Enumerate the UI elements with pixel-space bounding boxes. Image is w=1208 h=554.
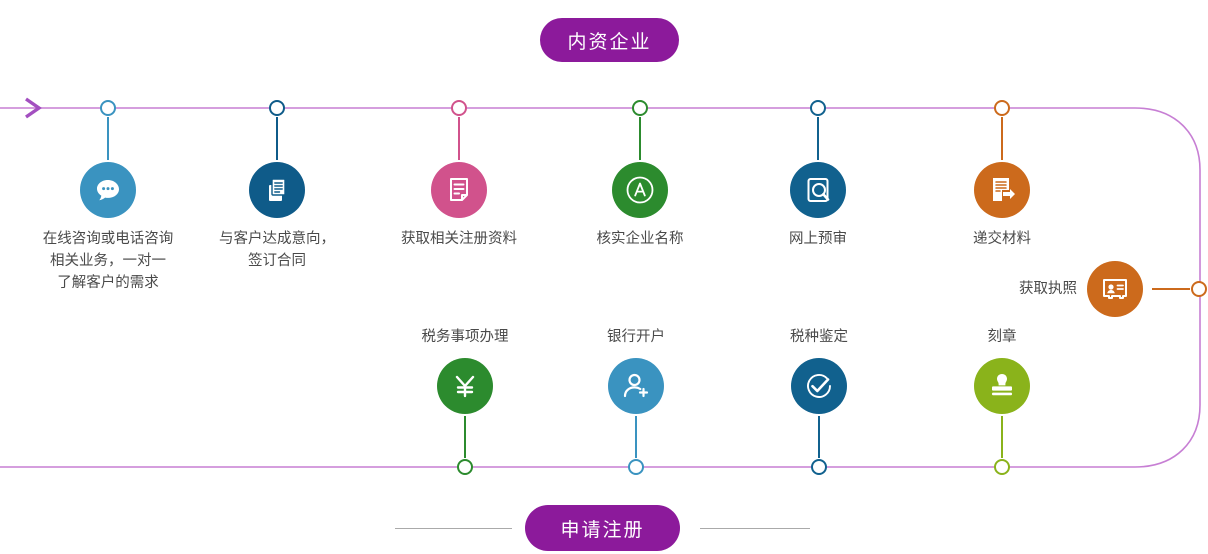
documents-icon — [249, 162, 305, 218]
track-marker-collect-materials[interactable] — [451, 100, 467, 116]
node-label-online-prereview: 网上预审 — [789, 231, 847, 247]
badge-bottom-rule-left — [395, 528, 512, 529]
track-right-curve — [1134, 107, 1201, 468]
track-marker-online-prereview[interactable] — [810, 100, 826, 116]
node-label-bank-account: 银行开户 — [607, 329, 665, 345]
badge-bottom-label: 申请注册 — [560, 519, 645, 541]
track-marker-verify-name[interactable] — [632, 100, 648, 116]
chat-bubble-icon — [80, 162, 136, 218]
badge-bottom-apply-register[interactable]: 申请注册 — [525, 505, 680, 551]
node-label-carve-seal: 刻章 — [987, 329, 1017, 345]
track-marker-online-consult[interactable] — [100, 100, 116, 116]
badge-top-label: 内资企业 — [567, 31, 652, 53]
node-label-sign-contract: 与客户达成意向， 签订合同 — [219, 231, 335, 269]
track-marker-tax-type-appraisal[interactable] — [811, 459, 827, 475]
node-label-verify-name: 核实企业名称 — [596, 231, 684, 247]
track-marker-sign-contract[interactable] — [269, 100, 285, 116]
license-card-icon — [1087, 261, 1143, 317]
node-label-collect-materials: 获取相关注册资料 — [401, 231, 517, 247]
track-marker-carve-seal[interactable] — [994, 459, 1010, 475]
track-marker-submit-materials[interactable] — [994, 100, 1010, 116]
node-label-tax-matters: 税务事项办理 — [421, 329, 509, 345]
track-marker-get-license[interactable] — [1191, 281, 1207, 297]
node-label-online-consult: 在线咨询或电话咨询 相关业务，一对一 了解客户的需求 — [42, 231, 174, 291]
submit-document-icon — [974, 162, 1030, 218]
add-person-icon — [608, 358, 664, 414]
badge-top-company-type[interactable]: 内资企业 — [540, 18, 679, 62]
yen-icon — [437, 358, 493, 414]
node-label-tax-type-appraisal: 税种鉴定 — [790, 329, 848, 345]
check-circle-icon — [791, 358, 847, 414]
node-label-submit-materials: 递交材料 — [973, 231, 1031, 247]
letter-a-circle-icon — [612, 162, 668, 218]
document-search-icon — [790, 162, 846, 218]
stamp-icon — [974, 358, 1030, 414]
track-marker-bank-account[interactable] — [628, 459, 644, 475]
note-page-icon — [431, 162, 487, 218]
badge-bottom-rule-right — [700, 528, 810, 529]
node-label-get-license: 获取执照 — [1019, 281, 1077, 297]
track-marker-tax-matters[interactable] — [457, 459, 473, 475]
flow-start-arrow-icon — [25, 97, 42, 119]
